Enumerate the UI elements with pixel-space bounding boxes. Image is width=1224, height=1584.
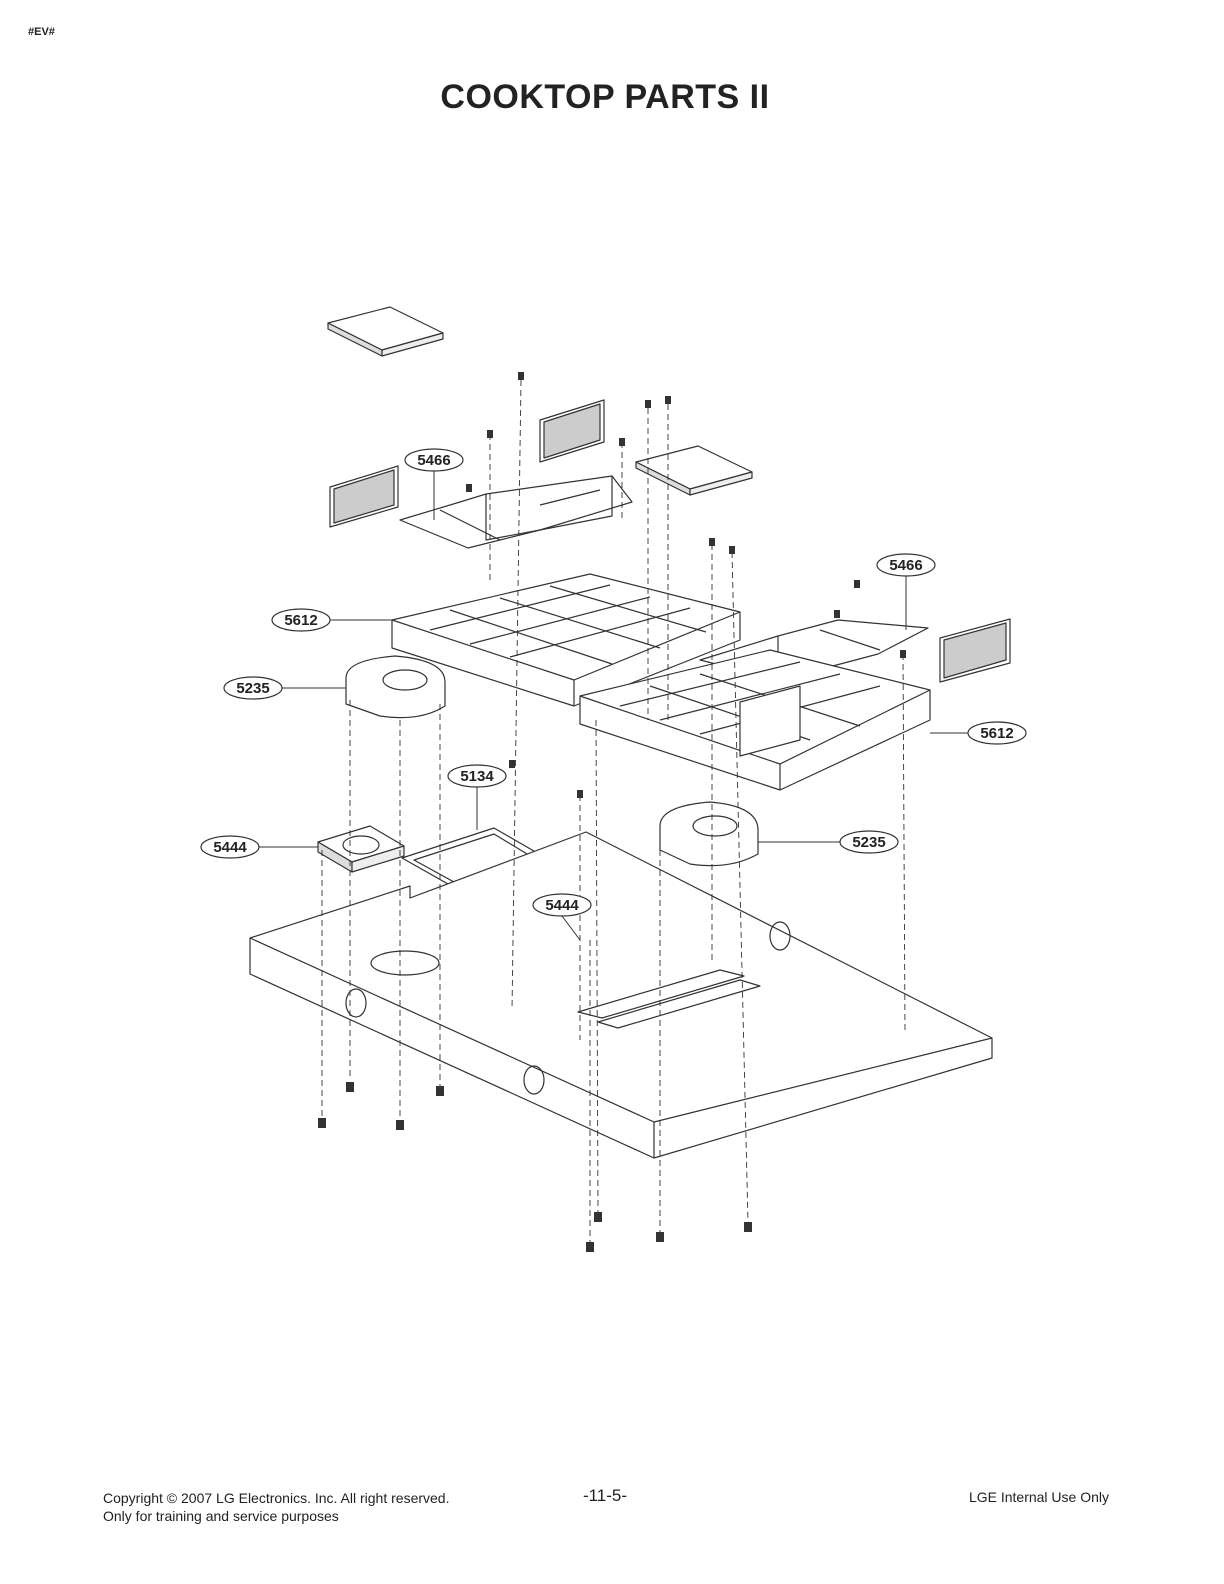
callout-bubble-frame-right [967,721,1027,745]
callout-bubble-blower-left [223,676,283,700]
blower-part-left [345,655,446,719]
frame-part-right [579,649,931,791]
insulation-pad-center [539,399,605,463]
page-number: -11-5- [582,1486,628,1505]
callout-bubble-fan-left [200,835,260,859]
fan-part-left [317,825,405,873]
callout-bubble-blower-right [839,830,899,854]
footer-copyright: Copyright © 2007 LG Electronics. Inc. Al… [103,1490,450,1506]
callout-label-fan-center: 5444 [545,897,579,914]
footer-copyright-block: Copyright © 2007 LG Electronics. Inc. Al… [103,1489,449,1525]
document-tag: #EV# [28,26,55,38]
top-plate-left [327,306,444,357]
callout-bubble-bracket-left [404,448,464,472]
callout-label-fan-left: 5444 [213,839,247,856]
callout-label-blower-right: 5235 [852,834,885,851]
top-plate-right [635,445,753,496]
blower-part-right [659,801,759,867]
bracket-part-left [399,475,633,549]
base-chassis [249,831,993,1159]
frame-part-left [391,573,741,707]
callout-label-frame-right: 5612 [980,725,1013,742]
callout-bubble-bracket-right [876,553,936,577]
insulation-pad-left [329,465,399,528]
callout-label-frame-left: 5612 [284,612,317,629]
callout-label-tray: 5134 [460,768,494,785]
insulation-pad-right [939,618,1011,683]
callout-label-blower-left: 5235 [236,680,269,697]
callout-label-bracket-right: 5466 [889,557,922,574]
footer-purpose: Only for training and service purposes [103,1508,339,1524]
footer-classification: LGE Internal Use Only [968,1489,1109,1505]
callout-bubble-fan-center [532,893,592,917]
callout-bubble-tray [447,764,507,788]
callout-bubble-frame-left [271,608,331,632]
page-title: COOKTOP PARTS II [440,78,770,116]
callout-label-bracket-left: 5466 [417,452,450,469]
